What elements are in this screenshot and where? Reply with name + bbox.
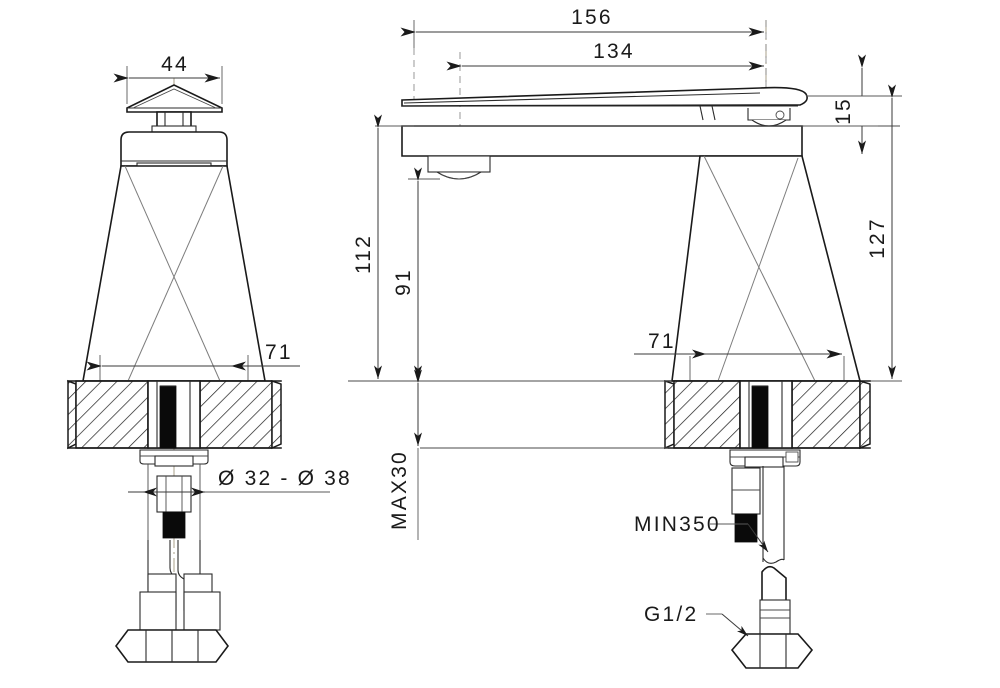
- dim-label-71-side: 71: [648, 330, 676, 353]
- rod-fill-side: [734, 513, 758, 543]
- fixing-plate-boss: [154, 455, 194, 467]
- dim-label-71-front: 71: [265, 341, 293, 364]
- handle-cap-body: [126, 84, 223, 113]
- handle-stem: [151, 111, 197, 133]
- min350-leader-arrow: [747, 523, 769, 553]
- dimension-134: 134: [446, 40, 764, 128]
- spout-arm-top-seam: [403, 92, 761, 104]
- countertop-right-side: [791, 380, 861, 449]
- fixing-plate-tab: [785, 451, 799, 463]
- fixing-plate-side: [729, 449, 801, 468]
- threaded-nut-side: [731, 467, 761, 543]
- hole-diameter-label: Ø 32 - Ø 38: [218, 467, 352, 490]
- nut-body-side: [731, 467, 761, 515]
- dim-arrow-71s-left: [692, 349, 706, 359]
- hex-nuts-front: [115, 629, 229, 663]
- hose-right-collar: [183, 591, 221, 631]
- dim-label-127: 127: [866, 217, 889, 259]
- dim-label-44: 44: [161, 53, 189, 76]
- spout-rib-2: [711, 105, 716, 121]
- supply-hose-side: [759, 466, 791, 635]
- min350-label: MIN350: [634, 513, 721, 536]
- threaded-nut-front: [128, 464, 230, 540]
- cartridge-housing-body: [120, 131, 228, 167]
- countertop-left-front: [75, 380, 149, 449]
- dimension-71-side: 71: [634, 330, 845, 381]
- dim-label-156: 156: [571, 6, 613, 29]
- cone-inner-edge-side-b: [717, 157, 799, 382]
- mounting-shank-side: [739, 380, 793, 449]
- countertop-right-edge-front: [271, 379, 282, 450]
- fixing-plate-boss-side: [744, 456, 784, 468]
- hole-diameter-callout: Ø 32 - Ø 38: [205, 467, 352, 493]
- thread-size-callout: G1/2: [644, 603, 749, 637]
- side-view: 156 134: [348, 6, 902, 669]
- hose-side-elbow: [761, 565, 787, 611]
- dimension-91: 91: [392, 167, 440, 379]
- countertop-side: [348, 379, 871, 450]
- spout-outlet-side: [427, 155, 491, 180]
- nut-body-front: [156, 475, 192, 513]
- dimension-15: 15: [804, 54, 878, 154]
- side-body-block-body: [401, 125, 803, 157]
- aerator-cap-curve-side: [439, 173, 479, 180]
- supply-hoses-front: [139, 540, 221, 631]
- countertop-front: [67, 379, 282, 450]
- hose-side-ferrule: [759, 599, 791, 635]
- spout-arm: [401, 86, 808, 127]
- hex-nut-side: [730, 633, 814, 669]
- hose-length-callout: MIN350: [634, 513, 769, 553]
- countertop-left-side: [673, 380, 741, 449]
- g12-label: G1/2: [644, 603, 698, 626]
- front-view: 44: [67, 53, 352, 663]
- countertop-left-edge-side: [664, 379, 675, 450]
- countertop-left-edge-front: [67, 379, 77, 450]
- handle-cap: [126, 84, 223, 113]
- dimension-44: 44: [113, 53, 223, 104]
- aerator-housing-side: [427, 155, 491, 173]
- dimension-max30: MAX30: [388, 369, 422, 540]
- spout-pivot-dot: [775, 110, 785, 120]
- hose-side-break: [762, 557, 785, 564]
- nut-dim-arrow-left: [143, 487, 157, 497]
- dim-label-max30: MAX30: [388, 450, 411, 530]
- handle-cap-bevel: [132, 88, 217, 109]
- shank-bore-fill: [159, 385, 177, 449]
- rod-fill-front: [162, 511, 186, 539]
- g12-leader-arrow: [721, 613, 749, 637]
- dim-label-91: 91: [392, 268, 415, 296]
- dim-label-134: 134: [593, 40, 635, 63]
- cone-inner-edge-b: [127, 165, 224, 382]
- cone-inner-edge-a: [124, 165, 221, 382]
- hose-right-inner: [177, 540, 185, 580]
- dim-arrow-71f-right: [231, 361, 246, 371]
- dimension-156: 156: [400, 6, 767, 108]
- dim-label-15: 15: [832, 97, 855, 125]
- countertop-right-edge-side: [859, 379, 871, 450]
- cartridge-housing: [120, 131, 228, 167]
- countertop-right-front: [199, 380, 273, 449]
- nut-dim-arrow-right: [191, 487, 205, 497]
- hose-left-collar: [139, 591, 177, 631]
- fixing-plate-front: [139, 449, 209, 467]
- dim-label-112: 112: [352, 234, 375, 274]
- hex-nut-outline-side: [730, 633, 814, 669]
- dimension-127: 127: [860, 84, 902, 382]
- dimension-71-front: 71: [86, 341, 300, 381]
- mounting-shank-front: [147, 380, 201, 449]
- shank-bore-fill-side: [751, 385, 769, 449]
- spout-arm-body: [401, 86, 808, 107]
- handle-stem-collar: [151, 125, 197, 133]
- spout-rib-1: [699, 105, 704, 121]
- cone-inner-edge-side-a: [703, 155, 816, 382]
